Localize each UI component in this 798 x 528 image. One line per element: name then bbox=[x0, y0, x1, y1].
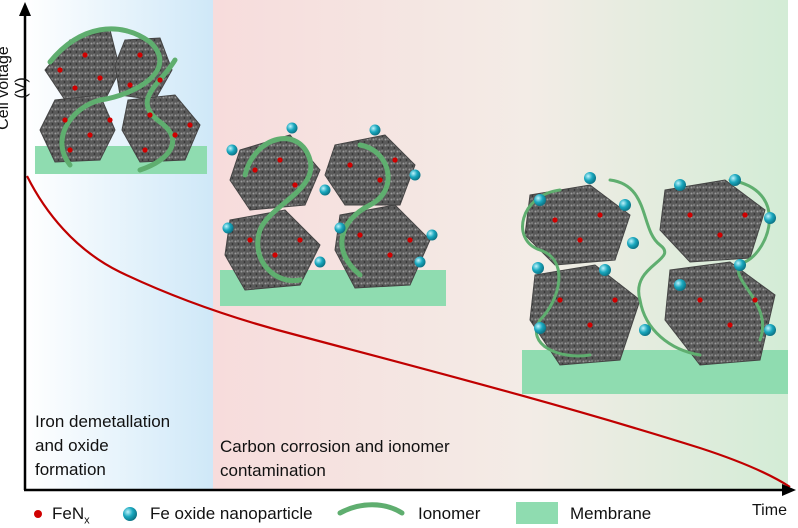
carbon-particle bbox=[121, 94, 201, 163]
catalyst-cluster-stage-1 bbox=[35, 26, 207, 174]
x-axis-arrowhead bbox=[782, 484, 796, 496]
region-label-line: Iron demetallation bbox=[35, 412, 171, 431]
fenx-sites bbox=[247, 157, 413, 258]
fe-oxide-nanoparticles bbox=[222, 122, 438, 268]
ionomer-strand bbox=[242, 136, 314, 284]
fenx-sites bbox=[57, 52, 193, 153]
fenx-sites bbox=[552, 212, 758, 328]
ionomer-strand bbox=[47, 26, 163, 168]
carbon-particle bbox=[334, 204, 431, 289]
region-label-line: Carbon corrosion and ionomer bbox=[220, 437, 450, 456]
axes bbox=[19, 2, 796, 496]
region-label-line: formation bbox=[35, 460, 106, 479]
ionomer-strand bbox=[521, 188, 592, 358]
region-label-line: and oxide bbox=[35, 436, 109, 455]
ionomer-strand bbox=[339, 142, 391, 278]
carbon-particle bbox=[324, 134, 416, 206]
legend-ionomer-label: Ionomer bbox=[418, 504, 481, 523]
region-label-demetallation: Iron demetallation and oxide formation bbox=[35, 410, 210, 482]
legend-fenx-main: FeN bbox=[52, 504, 85, 523]
fe-oxide-nanoparticles bbox=[532, 172, 776, 336]
legend-fenx-subscript: x bbox=[84, 514, 90, 527]
legend-fenx-label: FeNx bbox=[52, 504, 90, 526]
legend-membrane-swatch bbox=[516, 502, 558, 524]
y-axis-label: Cell voltage (V) bbox=[0, 46, 30, 130]
carbon-particle bbox=[39, 94, 116, 163]
y-axis-arrowhead bbox=[19, 2, 31, 16]
x-axis-label: Time bbox=[752, 502, 787, 519]
voltage-decay-curve bbox=[26, 175, 791, 488]
legend-fe-oxide-dot bbox=[123, 507, 137, 521]
legend: FeNx Fe oxide nanoparticle Ionomer Membr… bbox=[0, 500, 798, 528]
legend-fenx-dot bbox=[34, 510, 42, 518]
ionomer-strand bbox=[608, 178, 702, 357]
catalyst-cluster-stage-2 bbox=[220, 122, 446, 306]
catalyst-cluster-stage-3 bbox=[521, 172, 788, 394]
legend-ionomer-swatch bbox=[337, 502, 405, 516]
region-label-corrosion: Carbon corrosion and ionomer contaminati… bbox=[220, 435, 520, 483]
legend-fe-oxide-label: Fe oxide nanoparticle bbox=[150, 504, 313, 523]
carbon-particle bbox=[224, 209, 321, 291]
legend-graphics bbox=[34, 502, 558, 524]
region-label-line: contamination bbox=[220, 461, 326, 480]
legend-membrane-label: Membrane bbox=[570, 504, 652, 523]
